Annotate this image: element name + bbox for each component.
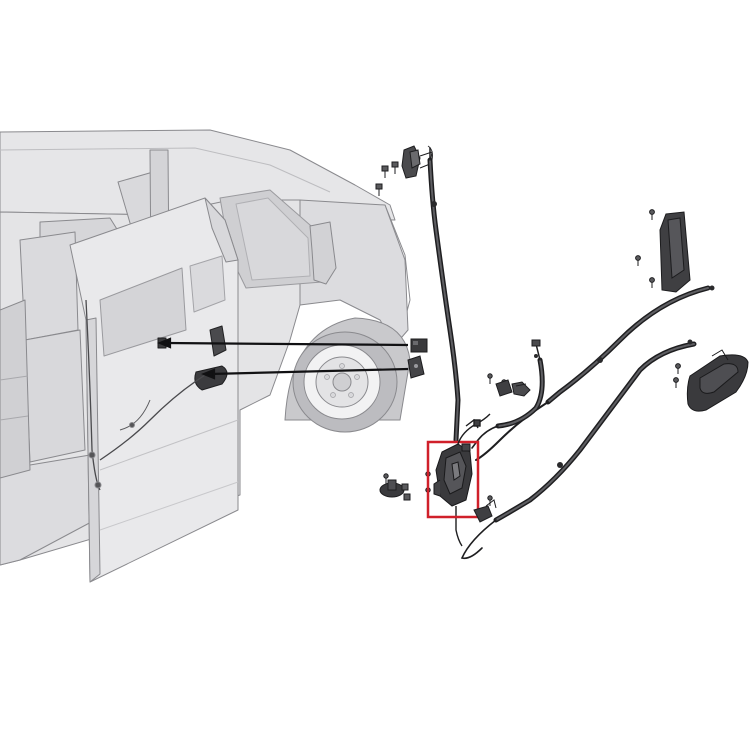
callout-lines	[157, 337, 409, 380]
van-body-rear	[0, 129, 411, 566]
door-stop-bumper	[379, 473, 411, 501]
bolt-icon	[375, 161, 399, 196]
door-lock-actuator	[425, 443, 473, 547]
screw-icon	[383, 473, 389, 484]
lower-guide-cable	[460, 339, 697, 560]
screw-icon	[635, 209, 655, 288]
rear-latch-bracket	[635, 209, 691, 293]
interior-switch	[487, 373, 513, 397]
inner-handle-cable	[471, 339, 545, 449]
actuator-connector	[473, 495, 497, 523]
highlight-box	[426, 440, 480, 519]
screw-icon	[487, 373, 493, 384]
screw-icon	[673, 363, 681, 388]
screw-icon	[487, 495, 493, 506]
inner-door-handle	[501, 379, 531, 397]
sliding-door	[69, 197, 239, 583]
actuator-top-link	[457, 413, 491, 445]
upper-latch	[375, 145, 433, 196]
callout-parts	[407, 338, 428, 379]
vertical-release-cable	[427, 147, 461, 443]
front-wheel	[284, 317, 411, 433]
exterior-door-handle	[673, 349, 749, 412]
